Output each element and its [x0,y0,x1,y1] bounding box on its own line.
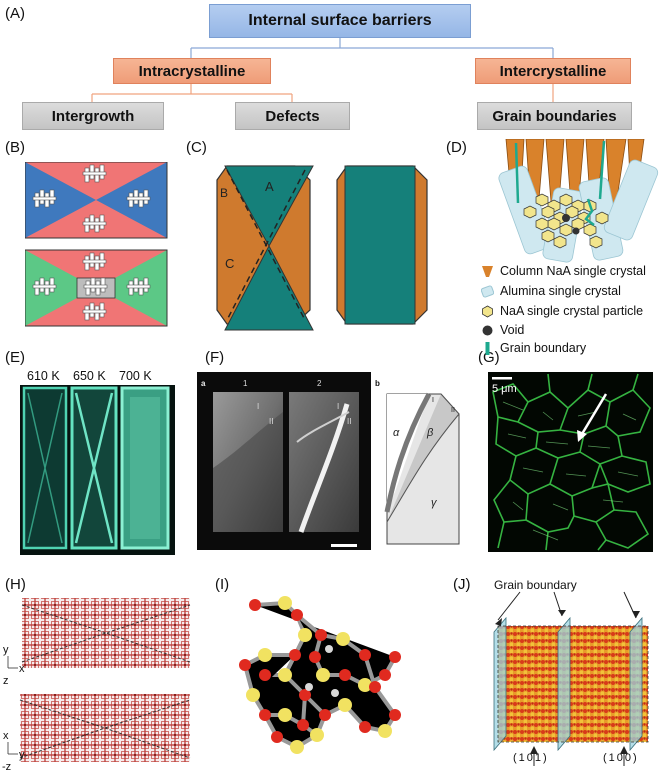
miller-index-101: (101) [513,752,549,764]
intracrystalline-box: Intracrystalline [113,58,271,84]
arrow-head-icon [558,610,566,616]
phase-gamma: γ [431,497,438,509]
axis-x-top: x [19,663,25,675]
legend-item-alumina: Alumina single crystal [481,284,621,298]
intercrystalline-box: Intercrystalline [475,58,631,84]
molecular-cluster [239,596,401,754]
defects-schematic: B A C [216,165,428,331]
region-label-ii-1: II [269,417,273,426]
panel-label-b: (B) [5,139,25,156]
legend-label: NaA single crystal particle [500,304,644,318]
image-number-2: 2 [317,379,322,388]
grain-boundary-schematic [498,139,659,263]
grain-boundary-bar-icon [485,341,490,355]
framework-models: y x z x y -z [2,598,191,770]
legend-label: Alumina single crystal [500,284,621,298]
panel-label-h: (H) [5,576,26,593]
region-label-b: B [220,186,228,200]
region-label-a: A [265,179,274,194]
panel-label-j: (J) [453,576,471,593]
panel-label-d: (D) [446,139,467,156]
orange-trapezoid-icon [482,265,493,277]
axis-y-top: y [3,644,9,656]
legend-item-naa-particle: NaA single crystal particle [481,304,643,318]
temp-label-610: 610 K [27,369,60,383]
schem-label-i: I [432,397,434,404]
root-box: Internal surface barriers [209,4,471,38]
axis-z-bottom: -z [2,761,11,770]
legend-item-grain-boundary: Grain boundary [481,341,586,355]
framework-top: y x z [3,598,191,687]
arrow-head-icon [530,746,538,754]
blue-rectangle-icon [481,284,494,298]
hexagon-icon [482,305,493,317]
upper-crystal [25,162,168,239]
arrow-head-icon [495,618,502,626]
temp-label-700: 700 K [119,369,152,383]
schem-label-ii: II [451,407,455,414]
sub-label-b: b [375,379,380,388]
legend-label: Column NaA single crystal [500,264,646,278]
hierarchy-connectors [91,38,554,102]
panel-label-i: (I) [215,576,230,593]
phase-alpha: α [393,427,400,439]
legend-label: Grain boundary [500,341,587,355]
axis-x-bottom: x [3,730,9,742]
region-label-c: C [225,256,234,271]
scale-bar-label: 5 μm [492,383,517,395]
grain-network-micrograph: 5 μm [488,372,653,552]
grain-boundaries-box: Grain boundaries [477,102,632,130]
fluorescence-micrographs [20,385,175,555]
sub-label-a: a [201,379,206,388]
region-label-i-1: I [257,402,259,411]
phase-beta: β [426,427,434,439]
grain-boundary-title: Grain boundary [494,578,577,592]
arrow-head-icon [632,611,640,618]
panel-label-c: (C) [186,139,207,156]
arrow-head-icon [620,746,628,754]
panel-label-a: (A) [5,5,25,22]
region-label-ii-2: II [347,417,351,426]
framework-bottom: x y -z [2,694,191,770]
legend-item-void: Void [481,323,524,337]
panel-label-e: (E) [5,349,25,366]
grain-boundary-simulation [493,591,649,766]
intergrowth-box: Intergrowth [22,102,164,130]
axis-y-bottom: y [19,749,25,761]
temp-label-650: 650 K [73,369,106,383]
legend-item-column-crystal: Column NaA single crystal [481,264,646,278]
panel-label-g: (G) [478,349,500,366]
crystal-650 [70,386,118,550]
lower-crystal [25,249,168,327]
void-dot-icon [482,325,493,335]
phase-schematic: I II α β γ [384,392,460,545]
axis-z-top: z [3,675,9,687]
miller-index-100: (100) [603,752,639,764]
image-number-1: 1 [243,379,248,388]
intergrowth-micrographs: a 1 I II 2 I II b I II α β γ [201,379,460,547]
panel-label-f: (F) [205,349,225,366]
arrow-head-icon [577,430,587,442]
crystal-610 [22,386,68,550]
crystal-700 [120,386,170,550]
defects-box: Defects [235,102,350,130]
region-label-i-2: I [337,402,339,411]
legend-label: Void [500,323,525,337]
intergrowth-schematic [25,162,168,327]
